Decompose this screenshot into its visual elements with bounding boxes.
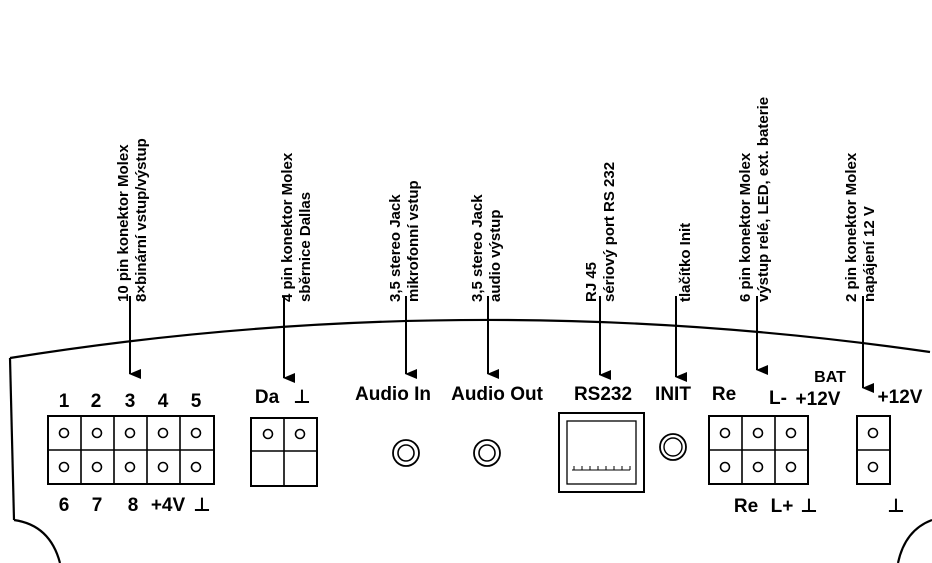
- annotation-dallas-line2: sběrnice Dallas: [297, 192, 314, 302]
- molex10-pin-label-top-4: 4: [158, 391, 169, 412]
- annotation-molex10-line2: 8×binární vstup/výstup: [133, 138, 150, 302]
- molex10-connector: 1 2 3 4 5 6 7 8 +4V ⊥: [47, 391, 215, 516]
- audio-out-label: Audio Out: [451, 384, 543, 405]
- init-button: INIT: [655, 384, 691, 461]
- dallas-pin-ground: [294, 428, 306, 440]
- molex6-label-bat-voltage: +12V: [796, 389, 841, 410]
- audio-in-jack: Audio In: [355, 384, 431, 467]
- annotation-molex10-line1: 10 pin konektor Molex: [115, 144, 132, 302]
- molex10-grid: [48, 416, 214, 484]
- molex6-label-re-bottom: Re: [734, 496, 758, 517]
- power-pin-12v: [867, 427, 879, 439]
- audio-in-label: Audio In: [355, 384, 431, 405]
- molex10-pin-label-bottom-6: 6: [59, 495, 70, 516]
- annotation-molex6-line1: 6 pin konektor Molex: [737, 152, 754, 302]
- housing-right-notch: [896, 518, 932, 563]
- pointer-arrows: [129, 296, 874, 393]
- annotation-rs232-line2: sériový port RS 232: [601, 162, 618, 302]
- dallas-connector: Da ⊥: [250, 387, 318, 487]
- audio-out-jack: Audio Out: [451, 384, 544, 467]
- rs232-port: RS232: [558, 384, 645, 493]
- dallas-pin-da: [262, 428, 274, 440]
- molex10-pin-label-top-2: 2: [91, 391, 102, 412]
- power-label-ground: ⊥: [887, 496, 904, 517]
- device-housing: [8, 318, 932, 563]
- annotation-molex6-line2: výstup relé, LED, ext. baterie: [755, 97, 772, 302]
- molex10-pins: [58, 427, 202, 473]
- rs232-contacts: [572, 466, 631, 471]
- init-label: INIT: [655, 384, 691, 405]
- annotation-labels: 10 pin konektor Molex 8×binární vstup/vý…: [115, 97, 878, 302]
- housing-left-edge: [8, 357, 16, 521]
- molex6-pins: [719, 427, 797, 473]
- annotation-init-line1: tlačítko Init: [677, 223, 694, 302]
- molex10-pin-label-bottom-7: 7: [92, 495, 103, 516]
- molex10-pin-label-bottom-ground: ⊥: [193, 495, 210, 516]
- housing-left-notch: [13, 518, 62, 563]
- annotation-power-line1: 2 pin konektor Molex: [843, 152, 860, 302]
- molex10-pin-label-bottom-4v: +4V: [151, 495, 186, 516]
- power-pin-ground: [867, 461, 879, 473]
- power-connector: +12V ⊥: [856, 387, 923, 517]
- annotation-dallas-line1: 4 pin konektor Molex: [279, 152, 296, 302]
- dallas-label-ground: ⊥: [293, 387, 310, 408]
- housing-top-edge: [9, 318, 931, 360]
- rs232-socket-inner: [566, 420, 637, 485]
- molex6-label-bat: BAT: [814, 369, 846, 386]
- annotation-power-line2: napájení 12 V: [861, 206, 878, 302]
- molex6-connector: Re L- BAT +12V Re L+ ⊥: [708, 369, 846, 517]
- molex10-pin-label-top-5: 5: [191, 391, 202, 412]
- molex6-label-re-top: Re: [712, 384, 736, 405]
- annotation-rs232-line1: RJ 45: [583, 262, 600, 302]
- molex10-pin-label-top-3: 3: [125, 391, 136, 412]
- molex10-pin-label-bottom-8: 8: [128, 495, 139, 516]
- annotation-audio-in-line1: 3,5 stereo Jack: [387, 194, 404, 302]
- dallas-label-da: Da: [255, 387, 280, 408]
- annotation-audio-out-line1: 3,5 stereo Jack: [469, 194, 486, 302]
- molex6-label-l-plus: L+: [771, 496, 794, 517]
- rs232-label: RS232: [574, 384, 632, 405]
- molex10-pin-label-top-1: 1: [59, 391, 70, 412]
- power-label-12v: +12V: [878, 387, 923, 408]
- molex6-label-ground: ⊥: [800, 496, 817, 517]
- molex6-label-l-minus: L-: [769, 388, 787, 409]
- annotation-audio-in-line2: mikrofonní vstup: [405, 180, 422, 302]
- annotation-audio-out-line2: audio výstup: [487, 209, 504, 302]
